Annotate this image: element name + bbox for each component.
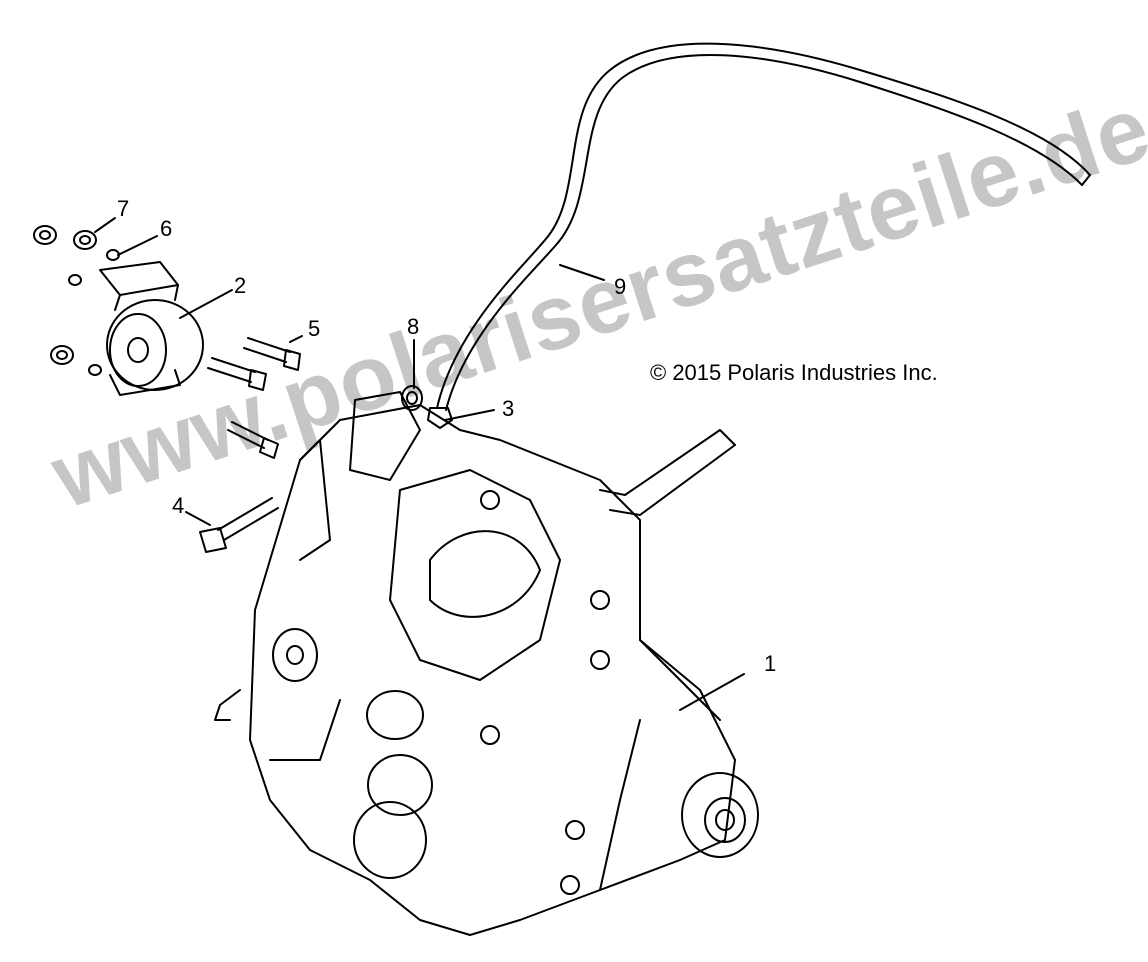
callout-2: 2 (234, 273, 247, 298)
callout-7: 7 (117, 196, 130, 221)
grommet (401, 385, 423, 411)
hardware-nuts-washers (33, 225, 120, 376)
engine-mount (99, 261, 204, 396)
callout-3: 3 (502, 396, 515, 421)
callout-9: 9 (614, 274, 627, 299)
bolts (199, 337, 301, 553)
callout-6: 6 (160, 216, 173, 241)
leader-lines (94, 217, 745, 711)
callout-1: 1 (764, 651, 777, 676)
callout-4: 4 (172, 493, 185, 518)
callout-5: 5 (308, 316, 321, 341)
transmission-housing (214, 391, 759, 936)
hose-clamp (427, 407, 453, 429)
callout-8: 8 (407, 314, 420, 339)
vent-hose (436, 42, 1091, 411)
copyright-notice: © 2015 Polaris Industries Inc. (650, 360, 938, 385)
